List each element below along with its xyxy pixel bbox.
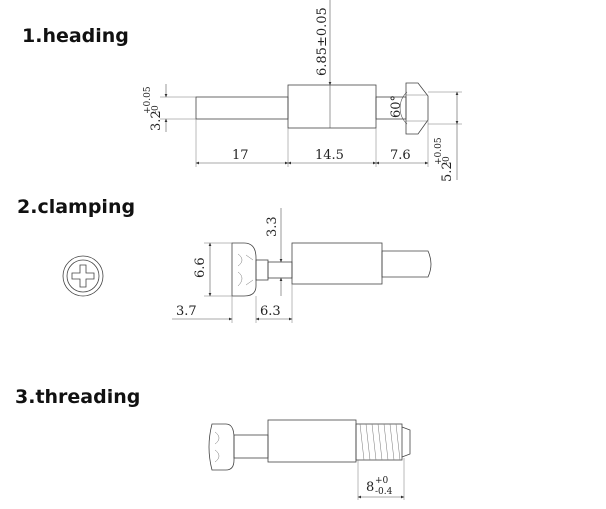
clamping-neck bbox=[255, 259, 269, 281]
heading-dia-left-tol-lower: -0 bbox=[151, 105, 161, 114]
heading-len3: 7.6 bbox=[390, 148, 411, 163]
threading-head bbox=[208, 423, 235, 471]
clamping-drawing: 6.6 3.3 3.7 6.3 bbox=[62, 208, 432, 323]
clamping-head-dia: 6.6 bbox=[193, 257, 208, 278]
heading-dia-right: 5.2 bbox=[440, 161, 455, 182]
heading-thick-body bbox=[287, 84, 377, 129]
clamping-len2: 6.3 bbox=[260, 304, 281, 319]
threading-thread-tol-upper: +0 bbox=[375, 476, 389, 486]
threading-thread-len: 8 bbox=[366, 480, 374, 495]
heading-thin-shaft bbox=[195, 96, 289, 120]
section-threading-title: 3.threading bbox=[15, 386, 141, 408]
heading-dia-left-tol-upper: +0.05 bbox=[143, 86, 153, 114]
heading-dia-left: 3.2 bbox=[149, 110, 164, 131]
heading-angle: 60° bbox=[389, 95, 404, 118]
section-heading-title: 1.heading bbox=[22, 25, 129, 47]
clamping-head bbox=[231, 242, 257, 297]
heading-dia-mid: 6.85±0.05 bbox=[315, 7, 330, 76]
threading-thread-tol-lower: -0.4 bbox=[375, 487, 393, 497]
threading-thread bbox=[355, 423, 403, 461]
threading-drawing: 8 +0 -0.4 bbox=[208, 419, 411, 500]
clamping-body bbox=[291, 242, 383, 285]
heading-cone-head bbox=[405, 82, 429, 135]
clamping-neck-dia: 3.3 bbox=[265, 216, 280, 237]
section-clamping-title: 2.clamping bbox=[17, 196, 136, 218]
clamping-tip bbox=[381, 250, 432, 278]
heading-len1: 17 bbox=[232, 148, 249, 163]
clamping-len1: 3.7 bbox=[176, 304, 197, 319]
heading-dia-right-tol-upper: +0.05 bbox=[434, 137, 444, 165]
heading-len2: 14.5 bbox=[315, 148, 344, 163]
threading-neck bbox=[233, 434, 269, 459]
threading-body bbox=[267, 419, 357, 463]
heading-drawing: 17 14.5 7.6 3.2 +0.05 -0 6.85±0.05 60° bbox=[143, 0, 462, 182]
heading-dia-right-tol-lower: -0 bbox=[442, 156, 452, 165]
clamping-end-view bbox=[62, 255, 104, 297]
